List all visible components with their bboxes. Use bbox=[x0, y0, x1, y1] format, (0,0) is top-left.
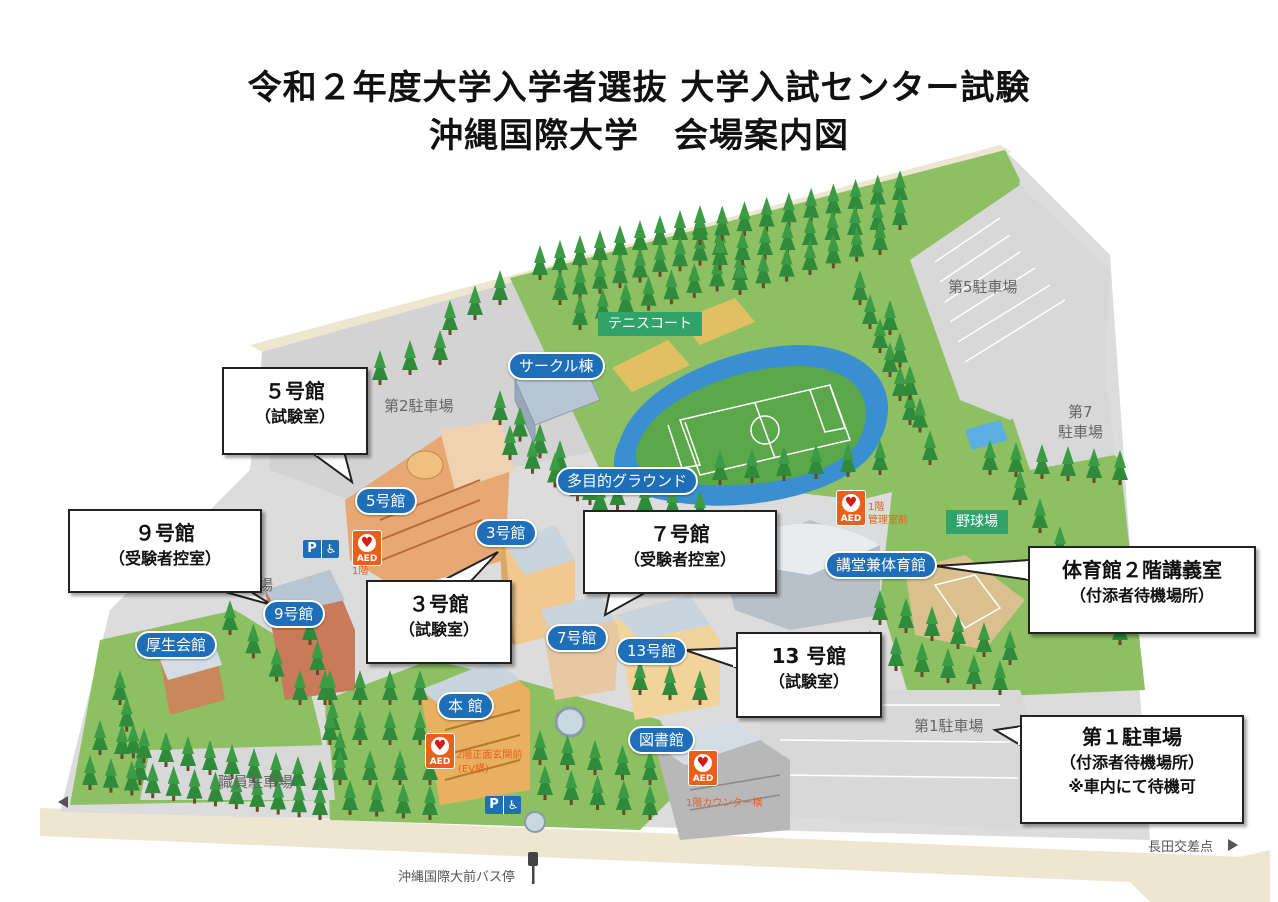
callout-parking-1: 第１駐車場 （付添者待機場所） ※車内にて待機可 bbox=[1020, 715, 1244, 824]
label-parking-5: 第5駐車場 bbox=[948, 278, 1018, 296]
wheelchair-icon: ♿ bbox=[503, 796, 521, 814]
label-parking-1: 第1駐車場 bbox=[914, 717, 984, 735]
aed-note-building-5: 1階 bbox=[352, 566, 369, 577]
building-5 bbox=[345, 420, 515, 590]
aed-icon-main: ♥ AED bbox=[425, 733, 455, 769]
aed-note-library: 1階カウンター横 bbox=[686, 798, 763, 809]
tree-icon bbox=[492, 270, 508, 305]
tree-icon bbox=[780, 192, 797, 228]
callout-building-9: ９号館 （受験者控室） bbox=[68, 509, 262, 593]
label-building-9[interactable]: 9号館 bbox=[263, 600, 325, 628]
label-bus-stop: 沖縄国際大前バス停 bbox=[398, 870, 516, 885]
tennis-court-1 bbox=[612, 340, 690, 392]
label-library[interactable]: 図書館 bbox=[628, 726, 696, 754]
tree-icon bbox=[552, 240, 568, 275]
label-parking-7-line2: 駐車場 bbox=[1058, 423, 1104, 441]
heart-icon: ♥ bbox=[694, 754, 712, 772]
tree-icon bbox=[692, 210, 708, 245]
label-tennis-court: テニスコート bbox=[598, 312, 702, 336]
pool bbox=[965, 420, 1008, 450]
callout-building-3: ３号館 （試験室） bbox=[366, 580, 512, 664]
label-building-13[interactable]: 13号館 bbox=[616, 637, 688, 665]
parking-icon: P bbox=[303, 540, 321, 558]
label-building-7[interactable]: 7号館 bbox=[546, 624, 608, 652]
aed-note-gym-1: 1階 bbox=[868, 502, 885, 513]
page-title: 令和２年度大学入学者選抜 大学入試センター試験 bbox=[247, 68, 1031, 108]
label-circle-building[interactable]: サークル棟 bbox=[508, 352, 605, 380]
parking-7-area bbox=[1010, 370, 1115, 470]
heart-icon: ♥ bbox=[431, 737, 449, 755]
label-kosei-kaikan[interactable]: 厚生会館 bbox=[135, 631, 218, 659]
callout-building-7: ７号館 （受験者控室） bbox=[583, 510, 777, 594]
heart-icon: ♥ bbox=[358, 534, 376, 552]
parking-5-lines bbox=[934, 217, 1066, 363]
label-nagata-intersection: 長田交差点 bbox=[1148, 840, 1214, 855]
accessible-parking-sign: P ♿ bbox=[485, 796, 521, 814]
bottom-road-edge bbox=[1130, 850, 1270, 902]
heart-icon: ♥ bbox=[842, 494, 860, 512]
label-gymnasium[interactable]: 講堂兼体育館 bbox=[825, 551, 938, 579]
accessible-parking-sign: P ♿ bbox=[303, 540, 339, 558]
fountain bbox=[554, 706, 586, 738]
tree-icon bbox=[532, 245, 548, 280]
label-parking-7-line1: 第7 bbox=[1068, 403, 1093, 421]
arrow-left-icon bbox=[58, 796, 68, 808]
parking-1-area bbox=[760, 690, 1045, 830]
bus-stop-icon bbox=[528, 852, 538, 884]
label-baseball-field: 野球場 bbox=[946, 510, 1008, 534]
aed-icon-gym: ♥ AED bbox=[836, 490, 866, 526]
aed-icon-building-5: ♥ AED bbox=[352, 530, 382, 566]
wheelchair-icon: ♿ bbox=[321, 540, 339, 558]
label-parking-2: 第2駐車場 bbox=[384, 397, 454, 415]
page-subtitle: 沖縄国際大学 会場案内図 bbox=[429, 116, 849, 156]
aed-note-main-2: (EV横) bbox=[458, 764, 489, 775]
arrow-right-icon bbox=[1228, 839, 1238, 851]
label-multipurpose-ground[interactable]: 多目的グラウンド bbox=[556, 467, 699, 495]
tree-icon bbox=[758, 196, 775, 232]
tree-icon bbox=[714, 205, 731, 241]
label-staff-parking: 職員駐車場 bbox=[218, 773, 294, 791]
bottom-road bbox=[40, 808, 1270, 888]
label-building-5[interactable]: 5号館 bbox=[355, 487, 417, 515]
callout-building-13: 13 号館 （試験室） bbox=[736, 632, 882, 718]
aed-note-gym-2: 管理室前 bbox=[868, 515, 908, 526]
label-building-3[interactable]: 3号館 bbox=[475, 519, 537, 547]
tree-icon bbox=[803, 187, 820, 223]
callout-building-5: ５号館 （試験室） bbox=[222, 367, 368, 455]
label-main-building[interactable]: 本 館 bbox=[437, 692, 494, 720]
parking-5-area bbox=[910, 185, 1110, 420]
aed-note-main-1: 2階正面玄関前 bbox=[456, 750, 523, 761]
parking-icon: P bbox=[485, 796, 503, 814]
tree-icon bbox=[736, 201, 753, 237]
aed-icon-library: ♥ AED bbox=[688, 750, 718, 786]
callout-gymnasium: 体育館２階講義室 （付添者待機場所） bbox=[1028, 546, 1256, 634]
